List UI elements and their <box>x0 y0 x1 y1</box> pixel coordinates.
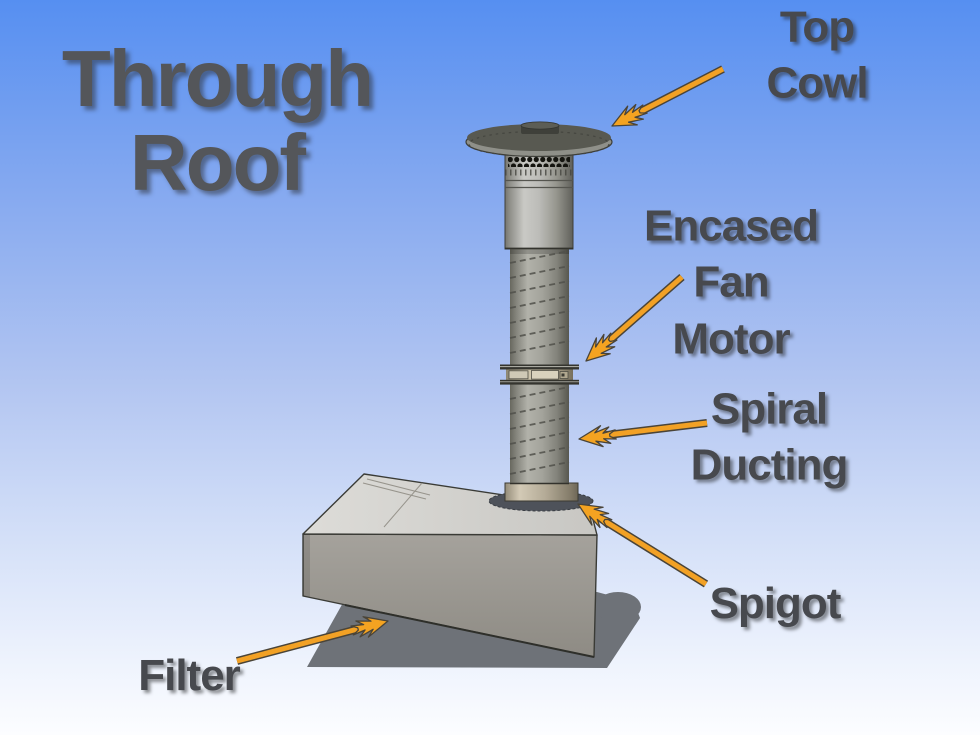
filter-box-top-seams <box>362 478 431 528</box>
label-encased-fan-motor: Encased Fan Motor <box>644 201 819 364</box>
top-cowl-disc <box>465 121 613 158</box>
encased-fan-motor-coupling <box>500 364 579 385</box>
top-cowl-body <box>504 142 574 250</box>
filter-slot-edge <box>344 604 595 658</box>
coupling-panel-left <box>508 370 529 380</box>
filter-box <box>302 473 598 658</box>
label-filter: Filter <box>138 650 241 700</box>
arrow-spiral-ducting <box>578 419 708 448</box>
spiral-ducting-upper <box>509 249 570 365</box>
arrow-top-cowl <box>611 65 725 127</box>
label-top-cowl: Top Cowl <box>766 2 868 108</box>
spigot-part <box>504 482 579 502</box>
label-spiral-ducting: Spiral Ducting <box>690 384 849 490</box>
spiral-ducting-lower <box>509 384 570 485</box>
callout-arrows <box>235 65 725 665</box>
arrow-encased-fan-motor <box>585 273 685 362</box>
arrow-spigot <box>577 503 709 588</box>
coupling-panel-center <box>531 370 559 380</box>
page-title: Through Roof <box>61 34 374 207</box>
filter-box-left-edge-shade <box>303 534 310 597</box>
arrow-filter <box>235 616 389 665</box>
label-spigot: Spigot <box>709 578 842 628</box>
